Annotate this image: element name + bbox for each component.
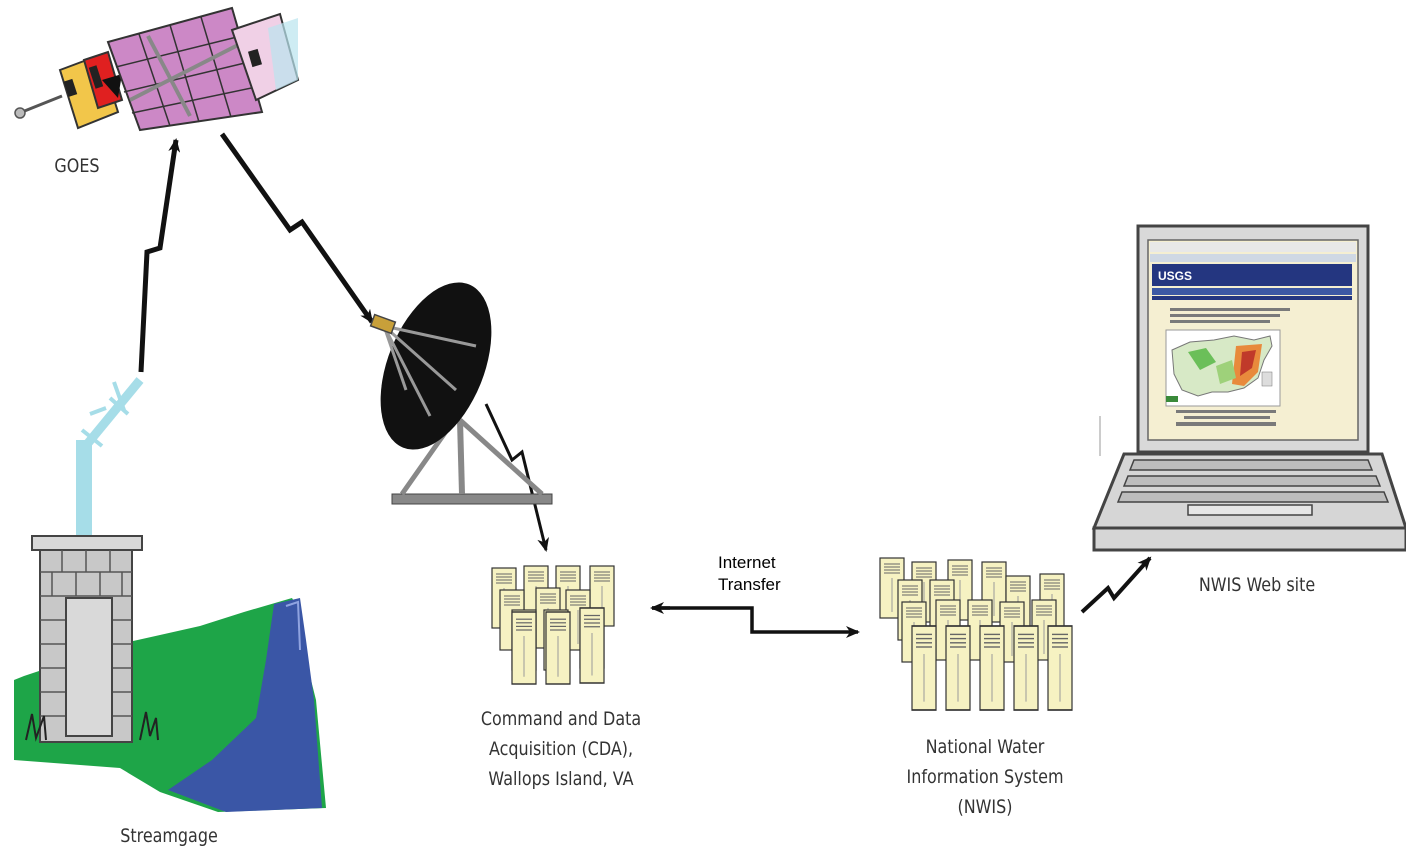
nwis-label-line-3: (NWIS) bbox=[957, 796, 1013, 818]
transfer-label-line-2: Transfer bbox=[718, 575, 781, 594]
cda-label-line-1: Command and Data bbox=[480, 708, 642, 730]
dish-to-cda-arrow bbox=[484, 403, 549, 552]
cda-label-line-2: Acquisition (CDA), bbox=[488, 738, 634, 760]
uplink-arrow bbox=[138, 138, 181, 373]
dish-icon bbox=[369, 282, 553, 505]
satellite-icon bbox=[14, 6, 300, 132]
transfer-label-line-1: Internet bbox=[718, 553, 776, 572]
cda-label: Command and Data Acquisition (CDA), Wall… bbox=[464, 704, 657, 794]
webpage-screenshot: USGS bbox=[1150, 242, 1356, 426]
nwis-to-web-arrow bbox=[1080, 556, 1152, 614]
internet-transfer-label: Internet Transfer bbox=[718, 552, 781, 596]
internet-transfer-arrow bbox=[650, 602, 860, 638]
terrain bbox=[14, 598, 326, 812]
downlink-arrow bbox=[219, 132, 375, 324]
nwis-website-label: NWIS Web site bbox=[1198, 574, 1316, 596]
antenna-icon bbox=[76, 377, 144, 538]
gage-house-icon bbox=[25, 535, 159, 743]
goes-label: GOES bbox=[54, 156, 99, 178]
screen-logo: USGS bbox=[1158, 269, 1192, 283]
streamgage-label: Streamgage bbox=[120, 826, 218, 848]
cda-label-line-3: Wallops Island, VA bbox=[488, 768, 634, 790]
nwis-label: National Water Information System (NWIS) bbox=[888, 732, 1081, 822]
nwis-server-cluster-icon bbox=[879, 557, 1073, 711]
cda-server-cluster-icon bbox=[491, 565, 615, 685]
nwis-label-line-1: National Water bbox=[925, 736, 1045, 758]
nwis-label-line-2: Information System bbox=[906, 766, 1064, 788]
